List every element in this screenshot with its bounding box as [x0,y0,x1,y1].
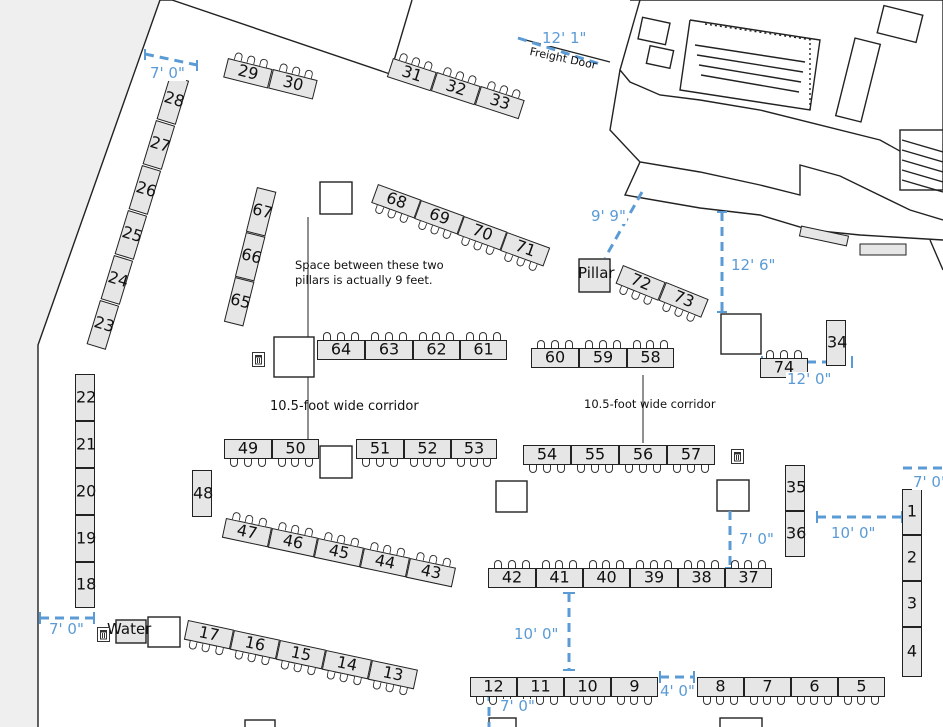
booth-38[interactable]: 38 [678,560,725,588]
booth-10[interactable]: 10 [564,677,611,705]
trash-icon [97,627,110,642]
booth-6[interactable]: 6 [791,677,838,705]
corridor-label-left: 10.5-foot wide corridor [270,399,419,414]
pillar-note: Space between these two pillars is actua… [295,258,444,287]
booth-42[interactable]: 42 [488,560,536,588]
trash-icon [731,449,744,464]
booth-61[interactable]: 61 [460,332,507,360]
booth-35[interactable]: 35 [785,465,806,511]
booth-4[interactable]: 4 [902,627,922,677]
dimension-left-seven: 7' 0" [48,620,85,638]
water-label: Water [107,620,152,638]
booth-19[interactable]: 19 [75,515,96,562]
trash-icon [252,352,265,367]
booth-18[interactable]: 18 [75,562,96,608]
booth-59[interactable]: 59 [579,340,627,368]
booth-51[interactable]: 51 [356,439,404,467]
booth-1[interactable]: 1 [902,489,922,535]
corridor-label-right: 10.5-foot wide corridor [584,397,716,411]
booth-53[interactable]: 53 [451,439,497,467]
booth-57[interactable]: 57 [667,445,715,473]
booth-37[interactable]: 37 [725,560,772,588]
booth-21[interactable]: 21 [75,421,96,468]
dimension-bottom-seven: 7' 0" [499,697,536,715]
booth-9[interactable]: 9 [611,677,658,705]
booth-50[interactable]: 50 [272,439,319,467]
booth-11[interactable]: 11 [517,677,564,705]
dimension-far-right-seven: 7' 0" [912,475,943,490]
booth-20[interactable]: 20 [75,468,96,515]
booth-34[interactable]: 34 [826,320,847,366]
dimension-mid-seven: 7' 0" [738,530,775,548]
booth-63[interactable]: 63 [365,332,413,360]
booth-22[interactable]: 22 [75,374,96,421]
dimension-right-ten: 10' 0" [830,524,877,542]
dimension-bottom-four: 4' 0" [659,682,696,700]
booth-62[interactable]: 62 [413,332,460,360]
booth-48[interactable]: 48 [192,470,213,517]
pillar-label: Pillar [578,264,615,282]
booth-39[interactable]: 39 [630,560,678,588]
dimension-top-left: 7' 0" [149,64,186,82]
booth-2[interactable]: 2 [902,535,922,581]
booth-40[interactable]: 40 [583,560,630,588]
dimension-pillar-diagonal: 9' 9" [590,207,627,225]
booth-49[interactable]: 49 [224,439,272,467]
dimension-bottom-ten: 10' 0" [513,625,560,643]
booth-3[interactable]: 3 [902,581,922,627]
booth-60[interactable]: 60 [531,340,579,368]
dimension-freight: 12' 1" [541,29,588,47]
booth-7[interactable]: 7 [744,677,791,705]
booth-8[interactable]: 8 [697,677,744,705]
booth-64[interactable]: 64 [317,332,365,360]
booth-54[interactable]: 54 [523,445,571,473]
booth-12[interactable]: 12 [470,677,517,705]
booth-55[interactable]: 55 [571,445,619,473]
booth-36[interactable]: 36 [785,511,806,557]
booth-58[interactable]: 58 [627,340,674,368]
booth-41[interactable]: 41 [536,560,583,588]
booth-5[interactable]: 5 [838,677,885,705]
dimension-right-horizontal: 12' 0" [786,370,833,388]
dimension-right-vertical: 12' 6" [730,256,777,274]
booth-52[interactable]: 52 [404,439,451,467]
booth-56[interactable]: 56 [619,445,667,473]
